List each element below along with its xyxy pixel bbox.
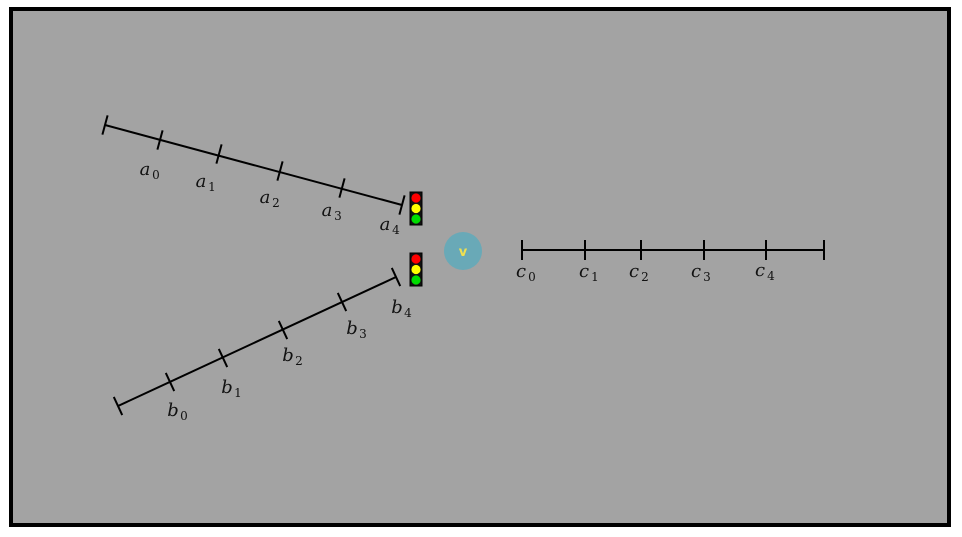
label-a1-base: a [196,171,207,192]
line-b-tick-1 [217,348,229,368]
line-a-tick-1 [215,144,223,164]
line-a-tick-3 [338,178,346,198]
center-node: v [444,232,482,270]
line-a-segment [104,124,403,206]
line-a-tick-0 [156,130,164,150]
label-c0-base: c [516,261,526,282]
line-b-start-cap [112,396,124,416]
label-c1-subscript: 1 [591,270,599,284]
label-b1-subscript: 1 [234,386,242,400]
line-a-start-cap [101,115,109,135]
label-a4-subscript: 4 [392,223,400,237]
label-c0-subscript: 0 [528,270,536,284]
line-layer [101,115,825,416]
center-node-circle [444,232,482,270]
label-a2-base: a [260,187,271,208]
label-c3-base: c [691,261,701,282]
traffic-light-layer [409,191,423,287]
label-a1-subscript: 1 [208,180,216,194]
line-b-segment [117,276,397,407]
line-a-end-cap [398,195,406,215]
diagram-background [9,7,951,527]
label-b0-subscript: 0 [180,409,188,423]
label-c4-base: c [755,260,765,281]
center-node-label: v [459,245,468,260]
traffic-light-yellow-lamp [411,264,421,275]
traffic-light-red-lamp [411,254,421,264]
traffic-light-icon-upper [409,191,423,226]
label-b4-subscript: 4 [404,306,412,320]
traffic-light-icon-lower [409,252,423,287]
line-b [112,267,402,416]
label-a4-base: a [380,214,391,235]
line-b-tick-2 [277,320,289,340]
label-a0-subscript: 0 [152,168,160,182]
label-c4-subscript: 4 [767,269,775,283]
label-a2-subscript: 2 [272,196,280,210]
line-b-tick-3 [336,292,348,312]
line-a-tick-2 [276,161,284,181]
traffic-light-green-lamp [411,275,421,285]
label-b3-base: b [346,318,358,339]
line-c [521,240,825,260]
label-b2-subscript: 2 [295,354,303,368]
label-b2-base: b [282,345,294,366]
label-a3-base: a [322,200,333,221]
traffic-light-red-lamp [411,193,421,203]
label-a3-subscript: 3 [334,209,342,223]
label-c2-base: c [629,261,639,282]
line-a [101,115,406,215]
label-a0-base: a [140,159,151,180]
label-c1-base: c [579,261,589,282]
label-b0-base: b [167,400,179,421]
line-b-tick-0 [164,372,176,392]
label-b3-subscript: 3 [359,327,367,341]
line-b-end-cap [390,267,402,287]
traffic-light-green-lamp [411,214,421,224]
traffic-light-yellow-lamp [411,203,421,214]
label-c2-subscript: 2 [641,270,649,284]
label-c3-subscript: 3 [703,270,711,284]
label-b4-base: b [391,297,403,318]
label-b1-base: b [221,377,233,398]
